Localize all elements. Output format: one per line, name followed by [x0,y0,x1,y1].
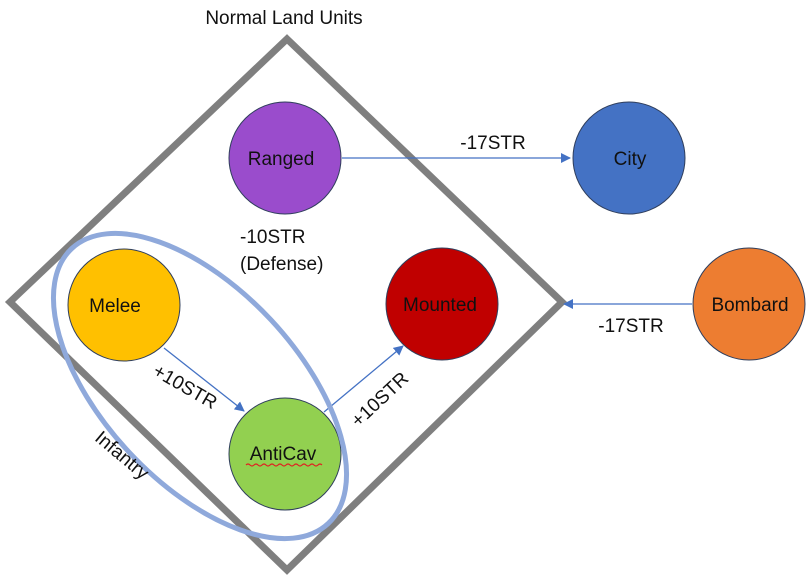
node-melee-circle [67,248,181,362]
edge-label-anticav-mounted: +10STR [347,368,413,431]
ranged-defense-note-line1: -10STR [240,227,305,248]
node-mounted-circle [385,247,499,361]
node-melee: Melee [67,248,181,362]
normal-land-units-diamond [4,34,568,575]
node-ranged-label: Ranged [248,149,315,170]
edge-label-melee-anticav: +10STR [149,361,220,414]
group-title: Normal Land Units [205,8,362,29]
node-mounted: Mounted [385,247,499,361]
node-city-circle [572,101,686,215]
node-anticav-label: AntiCav [250,444,317,465]
node-anticav-circle [228,397,342,511]
edge-label-bombard-mounted: -17STR [598,316,663,337]
node-anticav: AntiCav [228,397,342,511]
node-bombard-circle [692,247,806,361]
node-mounted-label: Mounted [403,295,477,316]
node-melee-label: Melee [89,296,141,317]
node-ranged: Ranged [228,101,342,215]
node-city: City [572,101,686,215]
edge-label-ranged-city: -17STR [460,133,525,154]
node-bombard-label: Bombard [711,295,788,316]
ranged-defense-note-line2: (Defense) [240,254,323,275]
node-ranged-circle [228,101,342,215]
spellcheck-underline [245,463,323,467]
node-bombard: Bombard [692,247,806,361]
infantry-ellipse [50,230,350,542]
arrow-melee-to-anticav [163,347,245,412]
node-city-label: City [614,149,647,170]
arrow-anticav-to-mounted [323,345,404,413]
